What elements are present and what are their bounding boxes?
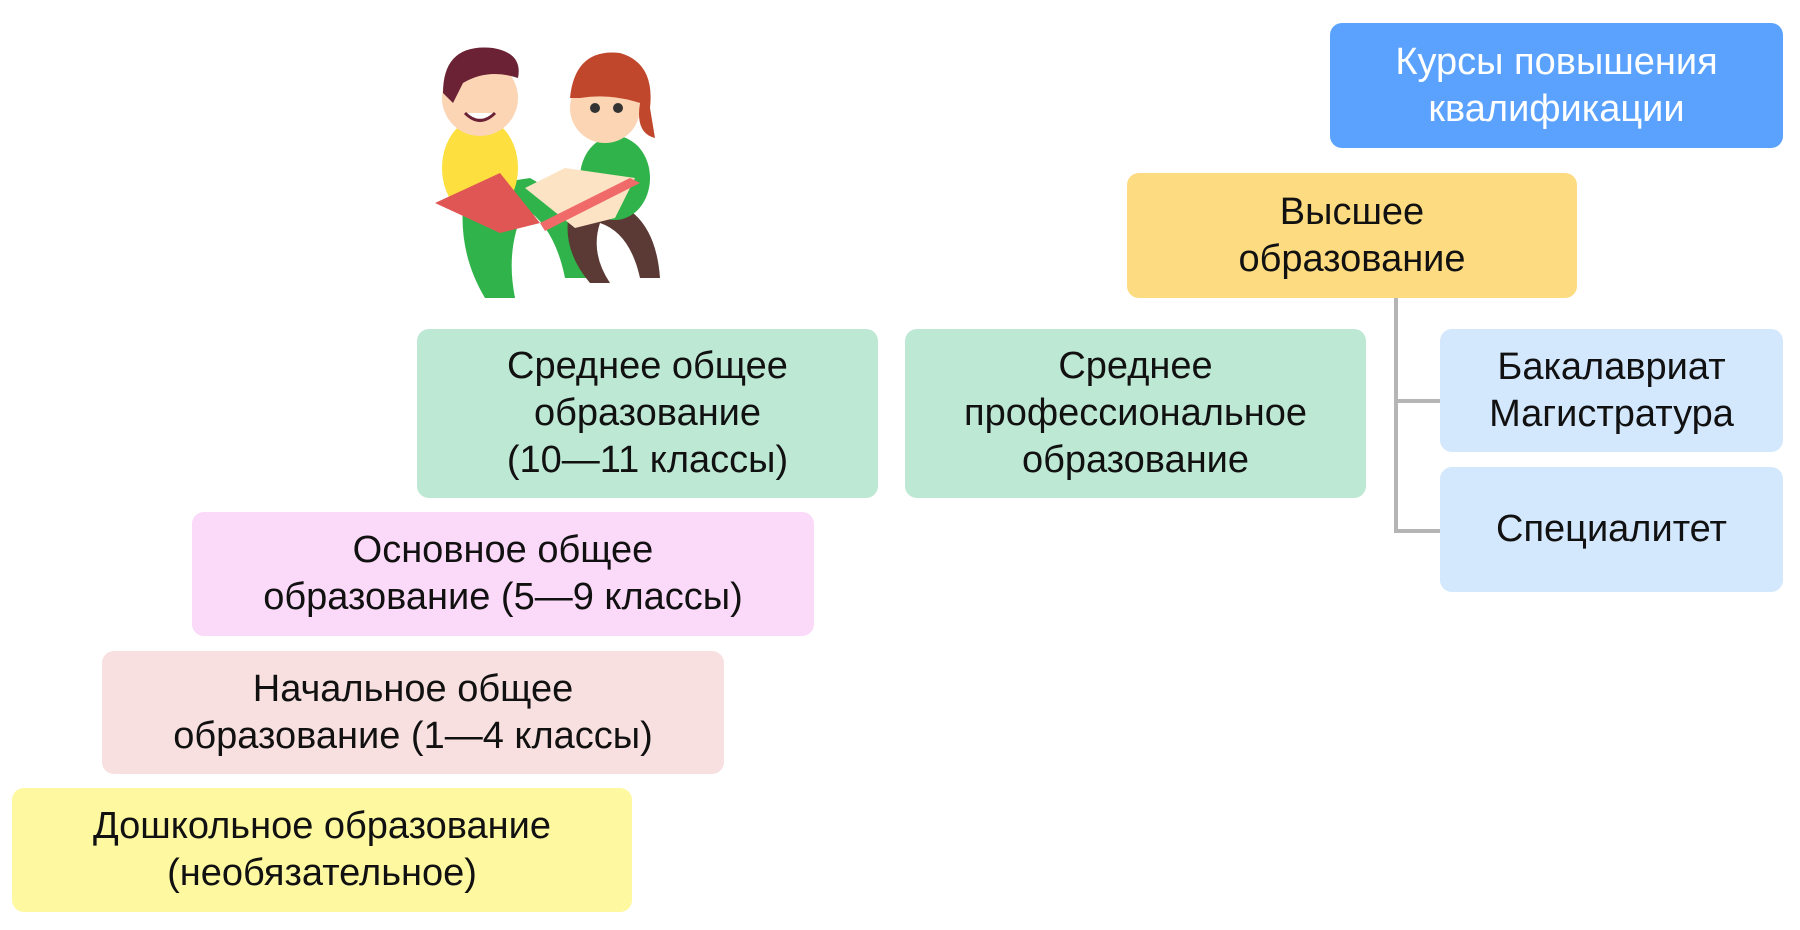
connector-specialist bbox=[1394, 529, 1440, 533]
children-reading-illustration bbox=[435, 47, 660, 298]
box-vocational: Среднее профессиональное образование bbox=[905, 329, 1366, 498]
connector-vertical bbox=[1394, 298, 1398, 531]
connector-bachelor bbox=[1394, 399, 1440, 403]
box-preschool: Дошкольное образование (необязательное) bbox=[12, 788, 632, 912]
box-specialist: Специалитет bbox=[1440, 467, 1783, 592]
box-secondary: Среднее общее образование (10—11 классы) bbox=[417, 329, 878, 498]
box-higher-education: Высшее образование bbox=[1127, 173, 1577, 298]
box-bachelor-master: Бакалавриат Магистратура bbox=[1440, 329, 1783, 452]
box-basic: Основное общее образование (5—9 классы) bbox=[192, 512, 814, 636]
box-primary: Начальное общее образование (1—4 классы) bbox=[102, 651, 724, 774]
box-courses: Курсы повышения квалификации bbox=[1330, 23, 1783, 148]
